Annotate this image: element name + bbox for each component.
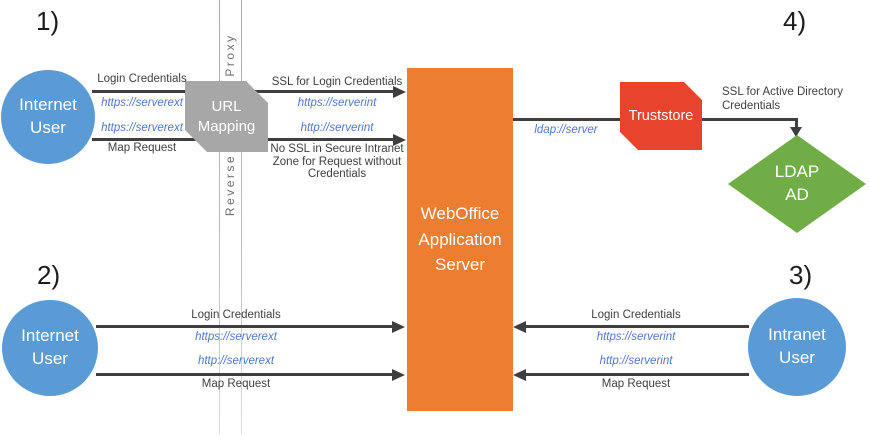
intranet-user-node: Intranet User <box>748 298 846 396</box>
connector-user1-mapping-bottom <box>92 138 196 141</box>
flow-url: https://serverint <box>297 97 377 109</box>
weboffice-server-label: WebOffice Application Server <box>418 204 502 275</box>
connector-mapping-server-top <box>252 90 394 93</box>
section-badge-1: 1) <box>36 6 60 36</box>
weboffice-server-node: WebOffice Application Server <box>407 68 513 411</box>
flow-label: Map Request <box>107 142 177 154</box>
ldap-ad-label: LDAP AD <box>774 162 820 204</box>
arrowhead-right-icon <box>393 133 406 146</box>
flow-url: https://serverext <box>195 331 277 343</box>
proxy-boundary-line-right <box>241 0 242 434</box>
section-badge-2: 2) <box>37 260 61 290</box>
connector-user3-server-bottom <box>525 373 749 376</box>
arrowhead-left-icon <box>513 320 526 333</box>
flow-url: http://serverext <box>197 355 275 367</box>
connector-user2-server-top <box>96 325 393 328</box>
flow-label: SSL for Login Credentials <box>271 76 403 88</box>
flow-label: Login Credentials <box>191 309 281 321</box>
flow-url: https://serverext <box>101 97 183 109</box>
url-mapping-node: URL Mapping <box>185 81 268 152</box>
connector-truststore-ldap-h <box>702 118 798 121</box>
arrowhead-right-icon <box>392 320 405 333</box>
arrowhead-right-icon <box>392 368 405 381</box>
connector-user2-server-bottom <box>96 373 393 376</box>
url-mapping-label: URL Mapping <box>197 98 256 135</box>
flow-url: https://serverext <box>101 122 183 134</box>
section-badge-4: 4) <box>783 6 807 36</box>
connector-user3-server-top <box>525 325 749 328</box>
internet-user-node-bottom: Internet User <box>2 300 98 396</box>
arrowhead-right-icon <box>393 85 406 98</box>
truststore-node: Truststore <box>620 82 702 150</box>
flow-label: Map Request <box>201 378 271 390</box>
flow-label: Login Credentials <box>97 73 187 85</box>
flow-url: ldap://server <box>534 124 598 136</box>
connector-server-truststore <box>513 118 620 121</box>
ldap-ad-node: LDAP AD <box>728 135 866 233</box>
flow-label: SSL for Active Directory Credentials <box>722 86 844 112</box>
section-badge-3: 3) <box>789 260 813 290</box>
connector-truststore-ldap-v <box>795 118 798 129</box>
arrowhead-left-icon <box>513 368 526 381</box>
connector-user1-mapping-top <box>92 90 204 93</box>
proxy-boundary-line-left <box>219 0 220 434</box>
flow-label: Map Request <box>601 378 671 390</box>
reverse-label: Reverse <box>223 153 237 217</box>
connector-mapping-server-bottom <box>252 138 394 141</box>
flow-url: http://serverint <box>300 122 374 134</box>
flow-label: Login Credentials <box>591 309 681 321</box>
internet-user-node-top: Internet User <box>1 70 95 164</box>
arrowhead-down-icon <box>790 127 802 137</box>
flow-url: http://serverint <box>599 355 673 367</box>
flow-url: https://serverint <box>596 331 676 343</box>
flow-note: No SSL in Secure Intranet Zone for Reque… <box>270 143 404 180</box>
